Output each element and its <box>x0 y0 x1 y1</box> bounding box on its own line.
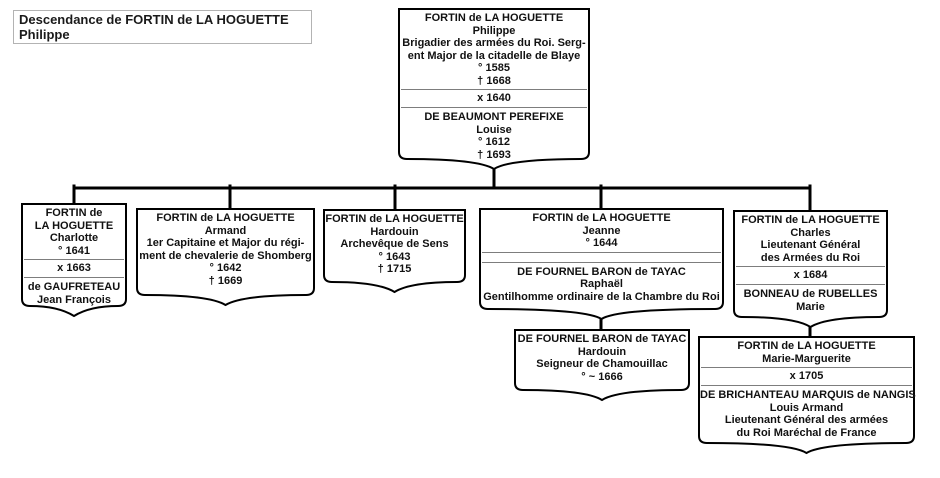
occupation-line: Archevêque de Sens <box>340 238 449 250</box>
death-line: † 1715 <box>377 263 412 275</box>
given-name-line: Philippe <box>472 24 516 37</box>
spouse-occupation-line: du Roi Maréchal de France <box>736 426 877 439</box>
surname-line: FORTIN de LA HOGUETTE <box>156 212 295 224</box>
person-box-fournel-hardouin[interactable]: DE FOURNEL BARON de TAYAC Hardouin Seign… <box>514 329 690 402</box>
given-name-line: Charlotte <box>49 232 99 244</box>
spouse-given-name-line: Louis Armand <box>769 401 844 414</box>
occupation-line: Brigadier des armées du Roi. Serg- <box>402 37 586 49</box>
surname-line: FORTIN de LA HOGUETTE <box>741 214 880 226</box>
divider <box>401 89 587 90</box>
spouse-occupation-line: Lieutenant Général des armées <box>724 414 889 426</box>
person-box-armand[interactable]: FORTIN de LA HOGUETTE Armand 1er Capitai… <box>136 208 315 307</box>
divider <box>736 266 885 267</box>
spouse-death-line: † 1693 <box>477 148 511 161</box>
spouse-given-name-line: Louise <box>476 123 512 136</box>
box-frame <box>698 336 915 455</box>
occupation-line: Seigneur de Chamouillac <box>536 358 668 370</box>
spouse-surname-line: BONNEAU de RUBELLES <box>743 288 878 300</box>
box-frame <box>21 203 127 318</box>
spouse-surname-line: de GAUFRETEAU <box>27 281 121 293</box>
box-frame <box>733 210 888 329</box>
occupation-line: ment de chevalerie de Shomberg <box>139 249 312 262</box>
spouse-occupation-line: Gentilhomme ordinaire de la Chambre du R… <box>483 290 720 303</box>
birth-line: ° 1644 <box>585 237 618 249</box>
given-name-line: Jeanne <box>582 224 621 237</box>
marriage-line: x 1663 <box>57 262 91 274</box>
chart-title-line1: Descendance de FORTIN de LA HOGUETTE <box>19 12 289 27</box>
person-box-charlotte[interactable]: FORTIN de LA HOGUETTE Charlotte ° 1641 x… <box>21 203 127 318</box>
divider <box>401 107 587 108</box>
birth-line: ° 1641 <box>58 244 90 257</box>
spouse-birth-line: ° 1612 <box>478 136 510 148</box>
given-name-line: Charles <box>790 226 831 239</box>
spouse-given-name-line: Marie <box>796 300 825 313</box>
given-name-line: Hardouin <box>370 225 419 238</box>
spouse-surname-line: DE BRICHANTEAU MARQUIS de NANGIS <box>700 389 916 401</box>
surname-line: FORTIN de <box>45 207 103 219</box>
divider <box>482 261 721 263</box>
box-frame <box>136 208 315 307</box>
divider <box>736 284 885 285</box>
surname-line: FORTIN de LA HOGUETTE <box>532 212 671 224</box>
occupation-line: Lieutenant Général <box>760 239 861 251</box>
divider <box>24 259 124 260</box>
person-box-jeanne[interactable]: FORTIN de LA HOGUETTE Jeanne ° 1644 DE F… <box>479 208 724 321</box>
box-frame <box>479 208 724 321</box>
surname-line: FORTIN de LA HOGUETTE <box>737 340 876 352</box>
birth-line: ° 1642 <box>209 262 242 274</box>
given-name-line: Hardouin <box>577 345 627 358</box>
marriage-line: x 1640 <box>477 92 511 104</box>
given-name-line: Marie-Marguerite <box>762 352 851 365</box>
divider <box>24 277 124 278</box>
surname-line: LA HOGUETTE <box>34 219 114 232</box>
divider <box>701 385 912 386</box>
birth-line: ° 1643 <box>378 250 411 263</box>
surname-line: FORTIN de LA HOGUETTE <box>424 12 564 24</box>
box-frame <box>514 329 690 402</box>
marriage-line: x 1705 <box>789 370 824 382</box>
chart-title: Descendance de FORTIN de LA HOGUETTE Phi… <box>13 10 312 44</box>
person-box-marie-marguerite[interactable]: FORTIN de LA HOGUETTE Marie-Marguerite x… <box>698 336 916 455</box>
divider <box>482 251 721 253</box>
spouse-given-name-line: Raphaël <box>580 278 623 290</box>
chart-title-line2: Philippe <box>19 27 70 42</box>
person-box-hardouin[interactable]: FORTIN de LA HOGUETTE Hardouin Archevêqu… <box>323 209 466 294</box>
spouse-surname-line: DE BEAUMONT PEREFIXE <box>424 111 564 123</box>
marriage-line: x 1684 <box>793 269 828 281</box>
birth-line: ° 1585 <box>478 62 510 74</box>
given-name-line: Armand <box>204 224 247 237</box>
spouse-given-name-line: Jean François <box>37 293 111 306</box>
divider <box>701 367 912 368</box>
surname-line: DE FOURNEL BARON de TAYAC <box>517 333 687 345</box>
box-frame <box>323 209 466 294</box>
person-box-philippe-root[interactable]: FORTIN de LA HOGUETTE Philippe Brigadier… <box>398 8 590 171</box>
spouse-surname-line: DE FOURNEL BARON de TAYAC <box>517 265 686 278</box>
surname-line: FORTIN de LA HOGUETTE <box>325 213 464 225</box>
occupation-line: 1er Capitaine et Major du régi- <box>146 237 305 249</box>
birth-line: ° ~ 1666 <box>581 370 623 383</box>
occupation-line: ent Major de la citadelle de Blaye <box>407 49 581 62</box>
death-line: † 1668 <box>477 74 511 87</box>
person-box-charles[interactable]: FORTIN de LA HOGUETTE Charles Lieutenant… <box>733 210 888 329</box>
death-line: † 1669 <box>208 274 243 287</box>
occupation-line: des Armées du Roi <box>760 251 861 264</box>
